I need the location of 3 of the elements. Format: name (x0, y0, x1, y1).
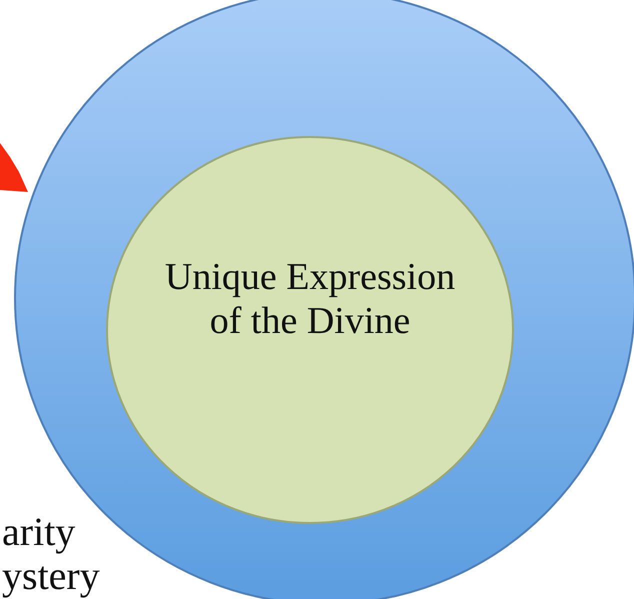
circle-label: Unique Expression of the Divine (164, 256, 456, 344)
side-text: arity (2, 512, 76, 552)
side-text: ystery (2, 556, 100, 596)
